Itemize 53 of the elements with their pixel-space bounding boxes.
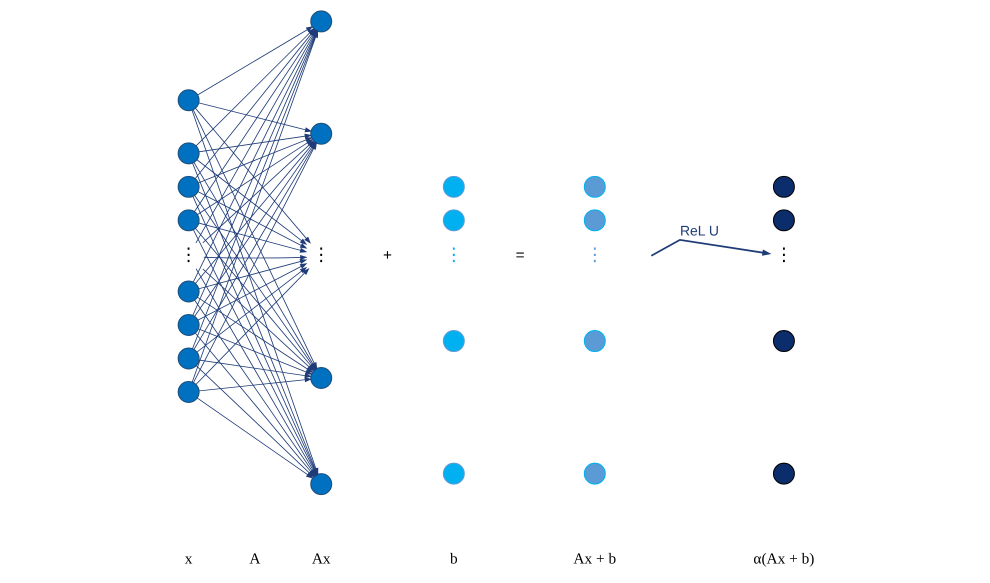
node-circle	[178, 176, 200, 198]
node-circle	[178, 348, 200, 370]
node-circle	[178, 280, 200, 302]
label: A	[249, 550, 260, 568]
node-circle	[584, 330, 606, 352]
arrow	[203, 254, 308, 260]
label: +	[383, 246, 392, 264]
node-circle	[178, 142, 200, 164]
arrow	[198, 191, 308, 249]
arrow	[198, 259, 308, 290]
node-text: ⋮	[312, 244, 330, 266]
arrow	[195, 108, 311, 244]
node-circle	[310, 122, 332, 145]
node-circle	[178, 381, 200, 403]
edge-label: ReL U	[680, 222, 719, 239]
node-circle	[178, 314, 200, 336]
node-circle	[442, 209, 465, 232]
label: x	[184, 550, 192, 568]
label: =	[516, 246, 525, 264]
node-circle	[772, 462, 795, 485]
node-circle	[772, 330, 795, 352]
node-circle	[178, 209, 200, 232]
node-circle	[772, 176, 795, 198]
node-text: ⋮	[180, 244, 198, 266]
node-circle	[310, 10, 332, 32]
node-text: ⋮	[444, 244, 463, 266]
node-text: ⋮	[586, 244, 604, 266]
arrow	[196, 159, 308, 245]
arrow	[198, 263, 308, 321]
node-circle	[584, 209, 606, 232]
node-circle	[178, 89, 200, 112]
node-circle	[442, 330, 465, 352]
label: Ax + b	[573, 550, 616, 568]
node-circle	[310, 367, 332, 390]
arrow	[650, 238, 772, 256]
arrow	[198, 102, 312, 132]
node-circle	[584, 176, 606, 198]
arrow	[198, 328, 313, 375]
node-text: ⋮	[774, 244, 793, 266]
arrow	[196, 268, 310, 385]
label: α(Ax + b)	[753, 550, 814, 568]
node-circle	[442, 176, 465, 198]
arrow	[196, 266, 308, 352]
node-circle	[584, 462, 606, 485]
arrow	[197, 26, 314, 96]
label: Ax	[312, 550, 331, 568]
arrow	[198, 360, 312, 378]
node-circle	[442, 462, 465, 485]
arrow	[198, 377, 312, 392]
arrow	[198, 222, 308, 253]
label: b	[450, 550, 458, 568]
node-circle	[310, 473, 332, 496]
node-circle	[772, 209, 795, 232]
